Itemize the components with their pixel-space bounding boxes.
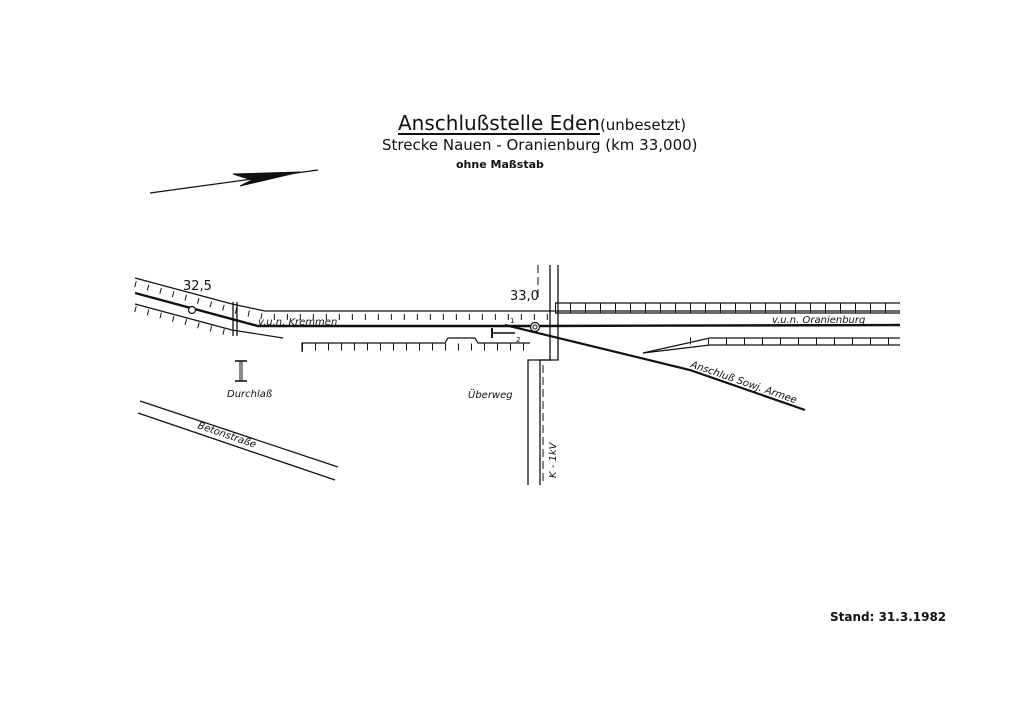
title-suffix: (unbesetzt) xyxy=(599,116,687,134)
embankment-upper xyxy=(134,277,900,320)
main-track xyxy=(134,291,901,328)
label-oranienburg: v.u.n. Oranienburg xyxy=(772,315,865,326)
title-main: Anschlußstelle Eden xyxy=(398,111,600,135)
embankment-lower-left xyxy=(134,303,530,352)
plan-title: Anschlußstelle Eden(unbesetzt) xyxy=(398,111,686,135)
km-marker-325 xyxy=(187,305,197,315)
label-durchlass: Durchlaß xyxy=(227,389,272,400)
km-label-325: 32,5 xyxy=(183,279,212,294)
label-kremmen: v.u.n. Kremmen xyxy=(258,317,337,328)
label-anschluss: Anschluß Sowj. Armee xyxy=(688,359,798,406)
siding-track xyxy=(491,323,806,412)
north-arrow-icon xyxy=(149,169,319,194)
switch-1-label: 1 xyxy=(510,317,514,325)
concrete-road xyxy=(137,400,339,481)
km-label-330: 33,0 xyxy=(510,289,539,304)
scale-note: ohne Maßstab xyxy=(456,158,544,171)
signal-icon xyxy=(529,321,541,333)
embankment-lower-right xyxy=(642,337,900,354)
culvert-bridge xyxy=(232,302,238,336)
level-crossing-road xyxy=(527,265,559,485)
label-ueberweg: Überweg xyxy=(468,388,513,401)
label-cable: K - 1kV xyxy=(548,441,559,478)
culvert-icon xyxy=(235,360,247,382)
route-subtitle: Strecke Nauen - Oranienburg (km 33,000) xyxy=(382,136,698,154)
switch-2-label: 2 xyxy=(516,336,520,344)
status-date: Stand: 31.3.1982 xyxy=(830,610,947,624)
